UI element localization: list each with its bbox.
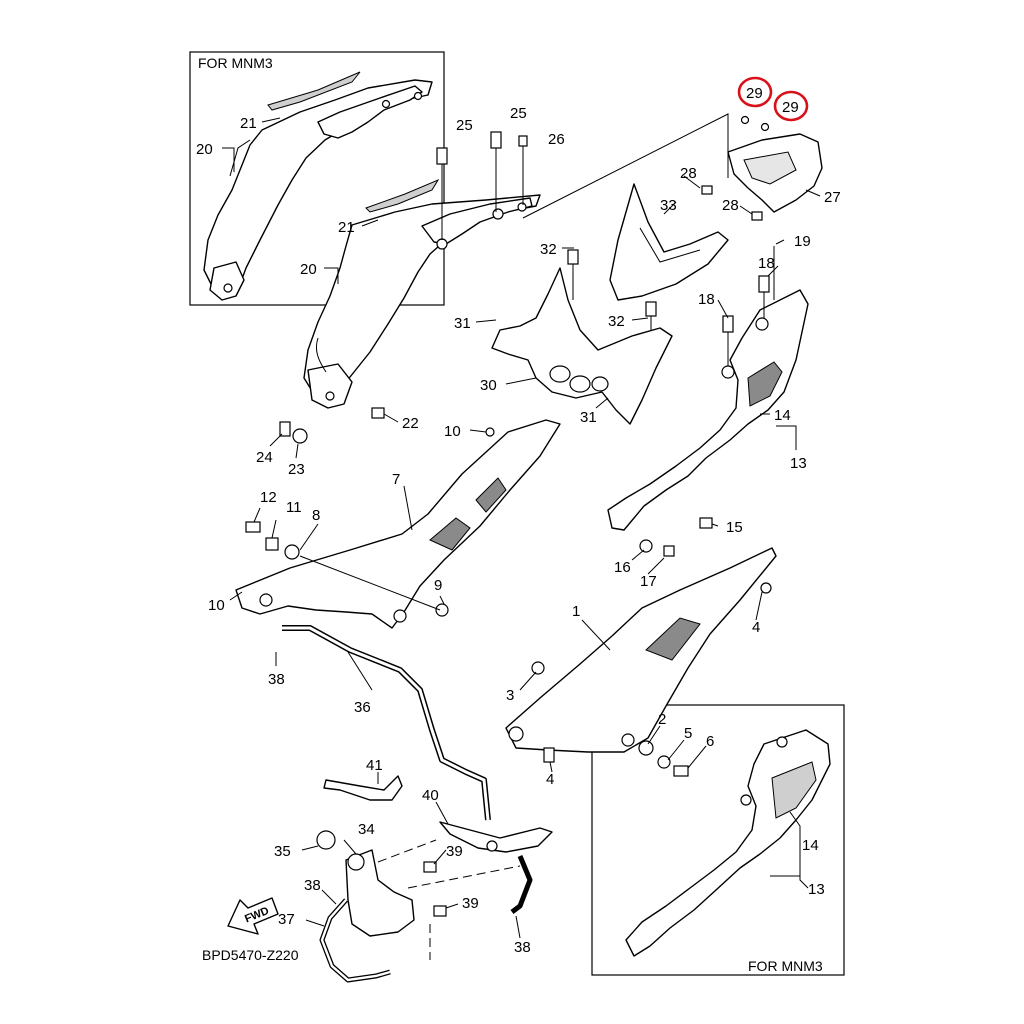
callout-15: 15 bbox=[726, 519, 743, 536]
inset-top-side-cover bbox=[203, 71, 433, 301]
callout-12: 12 bbox=[260, 489, 277, 506]
callout-24: 24 bbox=[256, 449, 273, 466]
seat-cowl bbox=[701, 115, 823, 221]
bracket-41 bbox=[323, 775, 403, 801]
callout-33: 33 bbox=[660, 197, 677, 214]
callout-27: 27 bbox=[824, 189, 841, 206]
upper-side-cover bbox=[303, 178, 541, 409]
callout-5: 5 bbox=[684, 725, 692, 742]
bolt-25-right bbox=[490, 131, 502, 212]
callout-38: 38 bbox=[304, 877, 321, 894]
callout-39: 39 bbox=[462, 895, 479, 912]
callout-2: 2 bbox=[658, 711, 666, 728]
callout-29: 29 bbox=[782, 99, 799, 116]
callout-25: 25 bbox=[456, 117, 473, 134]
callout-9: 9 bbox=[434, 577, 442, 594]
callout-26: 26 bbox=[548, 131, 565, 148]
inset-top-label: FOR MNM3 bbox=[198, 55, 273, 71]
callout-32: 32 bbox=[608, 313, 625, 330]
hose-36-inner bbox=[282, 626, 490, 821]
callout-4: 4 bbox=[546, 771, 554, 788]
callout-4: 4 bbox=[752, 619, 760, 636]
callout-labels: 20 21 20 21 25 25 26 29 29 28 28 27 33 1… bbox=[196, 85, 841, 956]
assembly-line-b bbox=[407, 865, 521, 889]
callout-1: 1 bbox=[572, 603, 580, 620]
callout-25: 25 bbox=[510, 105, 527, 122]
callout-38: 38 bbox=[514, 939, 531, 956]
diagram-code: BPD5470-Z220 bbox=[202, 947, 299, 963]
tail-piece bbox=[609, 183, 729, 301]
callout-30: 30 bbox=[480, 377, 497, 394]
callout-10: 10 bbox=[208, 597, 225, 614]
bolt-25-left bbox=[436, 147, 448, 240]
callout-34: 34 bbox=[358, 821, 375, 838]
callout-10: 10 bbox=[444, 423, 461, 440]
callout-3: 3 bbox=[506, 687, 514, 704]
highlight-29-right bbox=[773, 90, 809, 122]
callout-20: 20 bbox=[300, 261, 317, 278]
bracket-40 bbox=[439, 821, 553, 853]
connector-line-seat bbox=[522, 113, 729, 219]
callout-21: 21 bbox=[240, 115, 257, 132]
callout-35: 35 bbox=[274, 843, 291, 860]
callout-31: 31 bbox=[454, 315, 471, 332]
callout-31: 31 bbox=[580, 409, 597, 426]
highlight-29-left bbox=[737, 76, 773, 108]
inset-top-frame: FOR MNM3 bbox=[189, 51, 445, 306]
inset-bottom-label: FOR MNM3 bbox=[748, 958, 823, 974]
center-panel bbox=[491, 249, 673, 425]
bolt-39-upper bbox=[423, 861, 437, 873]
callout-21: 21 bbox=[338, 219, 355, 236]
callout-6: 6 bbox=[706, 733, 714, 750]
callout-14: 14 bbox=[774, 407, 791, 424]
callout-41: 41 bbox=[366, 757, 383, 774]
bolt-39-lower bbox=[433, 905, 447, 917]
hose-38 bbox=[510, 855, 533, 914]
callout-14: 14 bbox=[802, 837, 819, 854]
side-panel-1 bbox=[505, 547, 777, 777]
callout-8: 8 bbox=[312, 507, 320, 524]
leader-lines bbox=[222, 117, 821, 939]
callout-23: 23 bbox=[288, 461, 305, 478]
clips-15-16-17 bbox=[639, 517, 713, 557]
callout-17: 17 bbox=[640, 573, 657, 590]
callout-16: 16 bbox=[614, 559, 631, 576]
callout-38: 38 bbox=[268, 671, 285, 688]
assembly-line-a bbox=[377, 839, 437, 863]
callout-32: 32 bbox=[540, 241, 557, 258]
callout-7: 7 bbox=[392, 471, 400, 488]
callout-18: 18 bbox=[758, 255, 775, 272]
forward-arrow: FWD bbox=[227, 897, 279, 935]
callout-11: 11 bbox=[286, 499, 302, 516]
callout-22: 22 bbox=[402, 415, 419, 432]
callout-13: 13 bbox=[808, 881, 825, 898]
callout-37: 37 bbox=[278, 911, 295, 928]
callout-20: 20 bbox=[196, 141, 213, 158]
callout-28: 28 bbox=[680, 165, 697, 182]
bolt-26 bbox=[518, 135, 528, 205]
callout-29: 29 bbox=[746, 85, 763, 102]
hose-37-inner bbox=[320, 899, 391, 982]
callout-13: 13 bbox=[790, 455, 807, 472]
callout-28: 28 bbox=[722, 197, 739, 214]
callout-40: 40 bbox=[422, 787, 439, 804]
side-panel-7 bbox=[235, 419, 561, 629]
clips-22-23-24 bbox=[279, 407, 495, 444]
callout-36: 36 bbox=[354, 699, 371, 716]
callout-39: 39 bbox=[446, 843, 463, 860]
callout-18: 18 bbox=[698, 291, 715, 308]
inset-bottom-panel bbox=[625, 729, 831, 957]
callout-19: 19 bbox=[794, 233, 811, 250]
inset-bottom-frame: FOR MNM3 bbox=[591, 704, 845, 976]
bolt-set-8-11-12 bbox=[245, 521, 441, 611]
right-upper-panel bbox=[607, 246, 809, 531]
reservoir-34 bbox=[316, 830, 415, 937]
